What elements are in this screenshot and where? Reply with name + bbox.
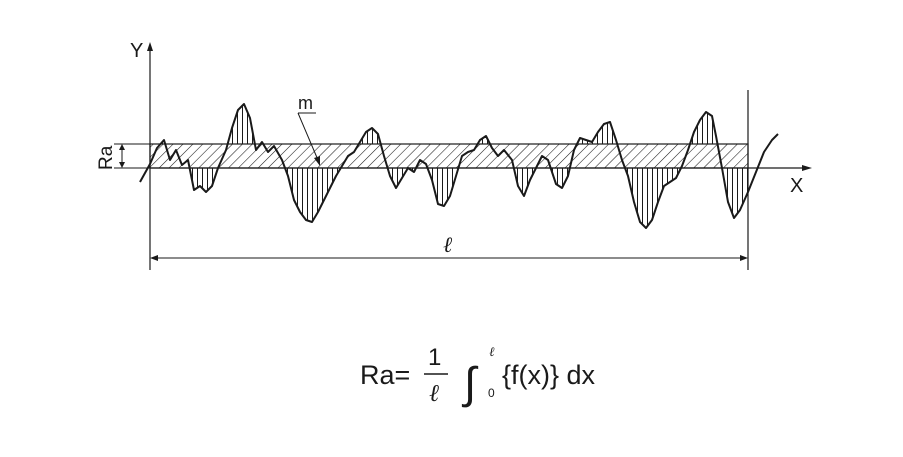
mean-line-label: m	[298, 93, 313, 113]
ra-band	[149, 143, 749, 169]
formula-denominator: ℓ	[429, 381, 439, 407]
valley-hatch-area	[150, 168, 748, 228]
surface-profile-curve	[139, 103, 779, 229]
formula-integrand: {f(x)} dx	[502, 360, 596, 390]
ra-dimension-arrow	[119, 144, 125, 168]
integral-upper-limit: ℓ	[489, 344, 495, 359]
integral-sign: ∫	[461, 359, 479, 408]
y-axis	[147, 42, 153, 270]
ra-label: Ra	[96, 145, 117, 170]
sampling-length-dimension	[150, 255, 748, 261]
ra-formula: Ra= 1 ℓ ∫ ℓ 0 {f(x)} dx	[360, 344, 596, 408]
mean-line-leader	[297, 112, 320, 166]
profile-deviation-hatching	[150, 104, 748, 228]
formula-lhs: Ra=	[360, 360, 410, 390]
peak-hatch-area	[150, 104, 748, 144]
integral-lower-limit: 0	[488, 386, 495, 400]
x-axis-label: X	[790, 175, 803, 197]
sampling-length-label: ℓ	[443, 232, 453, 257]
formula-numerator: 1	[428, 344, 441, 371]
y-axis-label: Y	[130, 40, 143, 62]
x-axis	[150, 165, 812, 171]
